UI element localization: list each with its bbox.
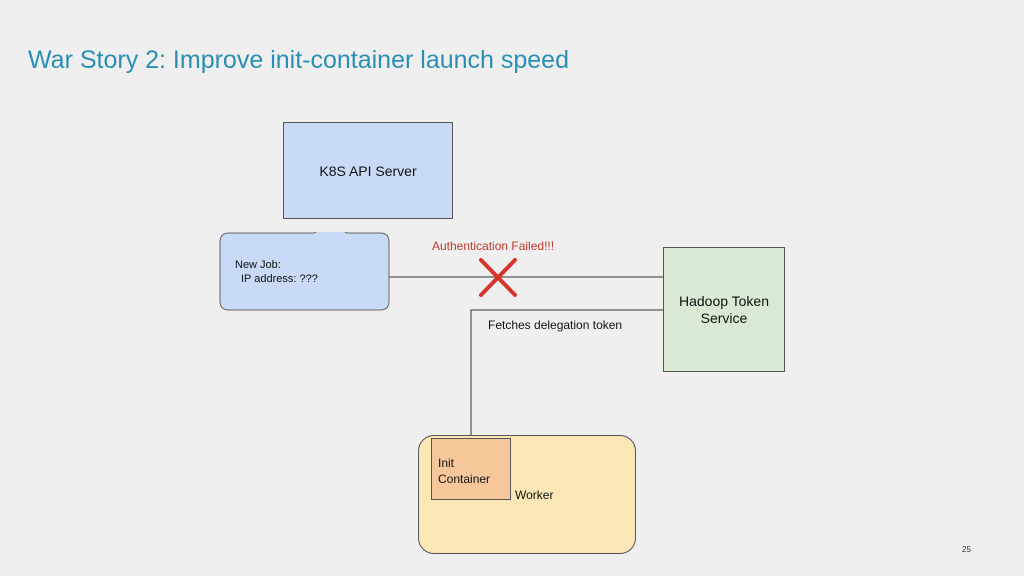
callout-line-new-job: New Job: — [235, 259, 281, 271]
callout-bubble-shape — [219, 232, 390, 311]
fetch-token-connector — [470, 309, 663, 438]
hadoop-token-service-label-line1: Hadoop Token — [678, 292, 770, 309]
hadoop-token-service-label-line2: Service — [700, 309, 748, 326]
init-container-label-line2: Container — [438, 472, 491, 486]
k8s-api-server-box: K8S API Server — [283, 122, 453, 219]
callout-line-ip-address: IP address: ??? — [241, 273, 318, 285]
failure-x-icon — [479, 258, 517, 297]
slide-title: War Story 2: Improve init-container laun… — [28, 46, 569, 74]
fetches-token-label: Fetches delegation token — [488, 318, 623, 332]
worker-box — [418, 435, 636, 554]
worker-label: Worker — [515, 488, 554, 502]
new-job-callout: New Job: IP address: ??? — [219, 232, 390, 311]
init-container-box — [431, 438, 511, 500]
auth-failed-label: Authentication Failed!!! — [432, 239, 555, 253]
k8s-api-server-label: K8S API Server — [319, 162, 417, 179]
init-container-label-line1: Init — [438, 456, 455, 470]
page-number: 25 — [962, 545, 971, 554]
init-container-label: Init Container — [438, 455, 490, 487]
hadoop-token-service-box: Hadoop Token Service — [663, 247, 785, 372]
